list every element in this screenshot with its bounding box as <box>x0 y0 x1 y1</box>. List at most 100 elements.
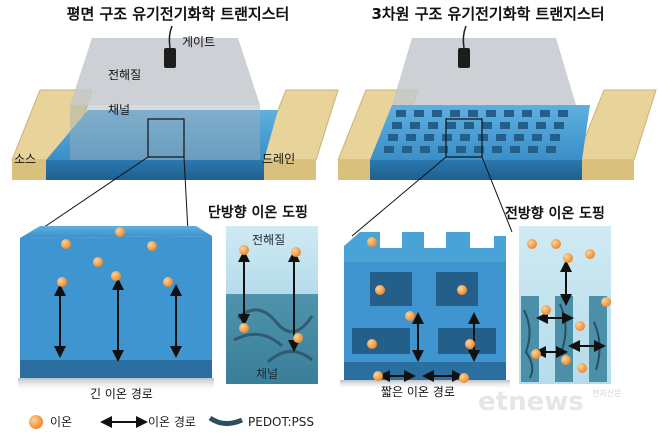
channel-hole <box>540 110 550 117</box>
channel-hole <box>558 110 568 117</box>
channel-hole <box>468 110 478 117</box>
zoom-box-right <box>445 118 483 158</box>
ion <box>457 285 467 295</box>
legend-ion-label: 이온 <box>50 415 72 429</box>
legend-ion-icon <box>29 415 43 429</box>
legend-polymer-icon <box>208 415 244 426</box>
channel-hole <box>410 122 420 129</box>
legend-ion-path-label: 이온 경로 <box>148 415 196 429</box>
channel-hole <box>464 122 474 129</box>
channel-hole <box>522 110 532 117</box>
channel-hole <box>428 122 438 129</box>
ion <box>563 253 573 263</box>
ion <box>239 245 249 255</box>
ion <box>585 249 595 259</box>
channel-hole <box>500 122 510 129</box>
channel-hole <box>392 122 402 129</box>
channel-hole <box>496 134 506 141</box>
watermark-small: 전자신문 <box>592 388 621 398</box>
channel-hole <box>438 146 448 153</box>
ion <box>163 277 173 287</box>
uni-doping-title: 단방향 이온 도핑 <box>208 204 308 221</box>
ion <box>373 371 383 381</box>
ion <box>375 285 385 295</box>
ion <box>541 305 551 315</box>
channel-hole <box>442 134 452 141</box>
omni-doping-title: 전방향 이온 도핑 <box>505 205 605 222</box>
channel-hole <box>550 134 560 141</box>
ion <box>115 227 125 237</box>
channel-hole <box>504 110 514 117</box>
channel-hole <box>388 134 398 141</box>
ion <box>575 321 585 331</box>
channel-hole <box>546 146 556 153</box>
ion <box>531 349 541 359</box>
uni-channel-label: 채널 <box>256 367 278 381</box>
ion <box>405 311 415 321</box>
ion <box>459 373 469 383</box>
long-path-caption: 긴 이온 경로 <box>90 387 153 401</box>
ion <box>465 339 475 349</box>
ion <box>577 363 587 373</box>
channel-hole <box>446 122 456 129</box>
channel-hole <box>482 122 492 129</box>
channel-label: 채널 <box>108 103 130 117</box>
uni-doping-panel <box>226 226 318 384</box>
source-label: 소스 <box>14 152 36 166</box>
channel-hole <box>396 110 406 117</box>
zoom-box-left <box>147 118 185 158</box>
channel-holes <box>384 110 568 153</box>
channel-hole <box>424 134 434 141</box>
ion <box>561 355 571 365</box>
channel-hole <box>554 122 564 129</box>
channel-hole <box>486 110 496 117</box>
channel-hole <box>492 146 502 153</box>
channel-hole <box>456 146 466 153</box>
channel-hole <box>414 110 424 117</box>
planar-zoom-block <box>18 226 214 392</box>
channel-hole <box>450 110 460 117</box>
channel-hole <box>474 146 484 153</box>
ion <box>367 339 377 349</box>
ion <box>601 297 611 307</box>
gate-electrode-left <box>164 48 176 68</box>
3d-zoom-block <box>340 232 510 390</box>
right-title: 3차원 구조 유기전기화학 트랜지스터 <box>371 5 604 23</box>
ion <box>291 247 301 257</box>
ion <box>93 257 103 267</box>
ion <box>527 239 537 249</box>
electrolyte-label: 전해질 <box>108 68 141 82</box>
drain-label: 드레인 <box>262 152 295 166</box>
ion <box>551 239 561 249</box>
ion <box>57 277 67 287</box>
ion <box>367 237 377 247</box>
left-title: 평면 구조 유기전기화학 트랜지스터 <box>67 5 290 23</box>
channel-hole <box>478 134 488 141</box>
short-path-caption: 짧은 이온 경로 <box>381 385 455 399</box>
channel-hole <box>510 146 520 153</box>
ion <box>293 333 303 343</box>
channel-hole <box>460 134 470 141</box>
channel-hole <box>518 122 528 129</box>
omni-doping-panel <box>519 226 611 384</box>
channel-hole <box>384 146 394 153</box>
gate-electrode-right <box>458 48 470 68</box>
channel-hole <box>514 134 524 141</box>
legend <box>29 415 244 429</box>
uni-electrolyte-label: 전해질 <box>252 233 285 247</box>
3d-device <box>337 25 657 237</box>
channel-hole <box>402 146 412 153</box>
watermark-logo: etnews <box>478 387 584 417</box>
gate-label: 게이트 <box>182 35 215 49</box>
ion <box>147 241 157 251</box>
channel-hole <box>420 146 430 153</box>
channel-hole <box>536 122 546 129</box>
channel-hole <box>532 134 542 141</box>
channel-hole <box>432 110 442 117</box>
ion <box>111 271 121 281</box>
ion <box>239 323 249 333</box>
channel-hole <box>528 146 538 153</box>
ion <box>61 239 71 249</box>
legend-pedot-label: PEDOT:PSS <box>248 415 314 429</box>
